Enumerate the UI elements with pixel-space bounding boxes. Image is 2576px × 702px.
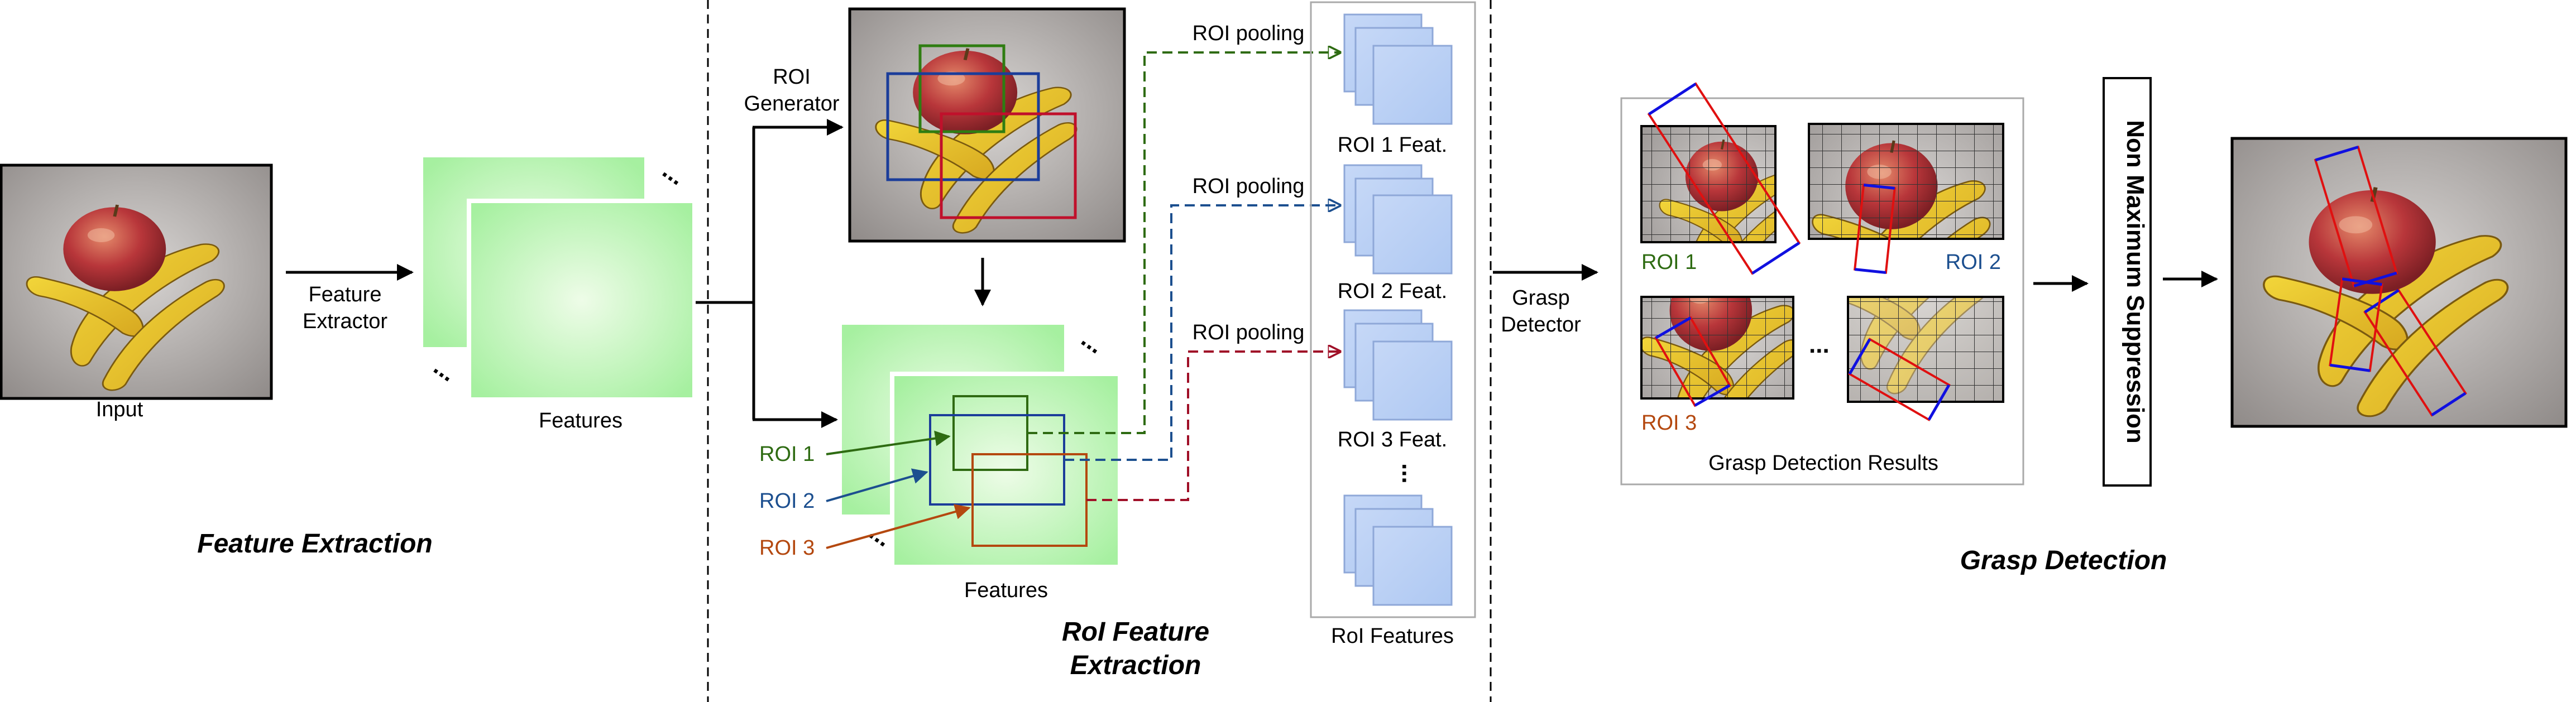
roi-pooling-path-1 [1027, 52, 1340, 434]
roi-pooling-path-3 [1086, 352, 1340, 501]
roi-feature-stack-1 [1343, 13, 1453, 125]
result-roi-2-label: ROI 2 [1946, 251, 2001, 274]
input-image [0, 164, 273, 400]
roi-pooling-label-1: ROI pooling [1193, 22, 1305, 45]
features-label-bottom: Features [964, 579, 1048, 602]
grasp-detector-label-2: Detector [1501, 313, 1581, 336]
grasp-result-other [1847, 296, 2004, 421]
roi-2-pointer [826, 468, 928, 502]
roi-1-label: ROI 1 [759, 443, 815, 466]
grasp-result-roi-1 [1640, 82, 1801, 275]
nms-label: Non Maximum Suppression [2122, 120, 2149, 443]
feature-extractor-label-2: Extractor [303, 310, 387, 333]
roi-feature-maps [842, 325, 1122, 569]
roi-box-blue [886, 72, 1040, 181]
grasp-result-roi-2 [1808, 123, 2004, 274]
roi-1-pointer [826, 430, 951, 455]
roi-2-feat-label: ROI 2 Feat. [1338, 280, 1447, 303]
roi-pooling-label-3: ROI pooling [1193, 321, 1305, 344]
ellipsis-roi-top: ... [1076, 325, 1109, 359]
roi-box-green [918, 44, 1005, 133]
roi-features-panel [1310, 1, 1476, 618]
result-roi-1-label: ROI 1 [1641, 251, 1697, 274]
ellipsis-features-top: ... [658, 156, 690, 190]
result-roi-3-label: ROI 3 [1641, 411, 1697, 435]
ellipsis-roi-features: ... [1397, 463, 1424, 484]
roi-1-feat-label: ROI 1 Feat. [1338, 133, 1447, 157]
ellipsis-results: ... [1809, 331, 1830, 358]
section-roi-feature-extraction-1: RoI Feature [1062, 617, 1209, 647]
input-label: Input [96, 398, 143, 421]
roi-pooling-label-2: ROI pooling [1193, 175, 1305, 198]
ellipsis-features-bottom: ... [429, 353, 461, 387]
grasp-detector-label-1: Grasp [1512, 286, 1569, 310]
roi-feature-stack-3 [1343, 309, 1453, 421]
roi-generator-label-1: ROI [773, 65, 811, 89]
roi-box-red [940, 112, 1077, 219]
nms-box [2103, 77, 2152, 487]
final-output-image [2230, 137, 2568, 428]
roi-generator-image [848, 7, 1126, 243]
roi-pooling-path-2 [1064, 205, 1340, 461]
roi-features-label: RoI Features [1331, 624, 1454, 648]
features-label-top: Features [539, 409, 623, 432]
roi-feature-stack-2 [1343, 164, 1453, 275]
section-feature-extraction: Feature Extraction [197, 529, 432, 559]
roi-generator-label-2: Generator [744, 92, 839, 116]
roi-2-label: ROI 2 [759, 489, 815, 513]
feature-maps [423, 157, 697, 402]
section-roi-feature-extraction-2: Extraction [1070, 651, 1201, 680]
section-grasp-detection: Grasp Detection [1960, 546, 2167, 575]
feature-extractor-label-1: Feature [309, 283, 382, 306]
roi-3-label: ROI 3 [759, 536, 815, 560]
grasp-results-panel [1620, 97, 2024, 485]
branch-connector [696, 127, 755, 420]
roi-3-pointer [826, 504, 971, 549]
roi-3-feat-label: ROI 3 Feat. [1338, 428, 1447, 451]
grasp-result-roi-3 [1640, 296, 1794, 407]
grasp-results-label: Grasp Detection Results [1708, 451, 1938, 475]
roi-feature-stack-4 [1343, 494, 1453, 606]
